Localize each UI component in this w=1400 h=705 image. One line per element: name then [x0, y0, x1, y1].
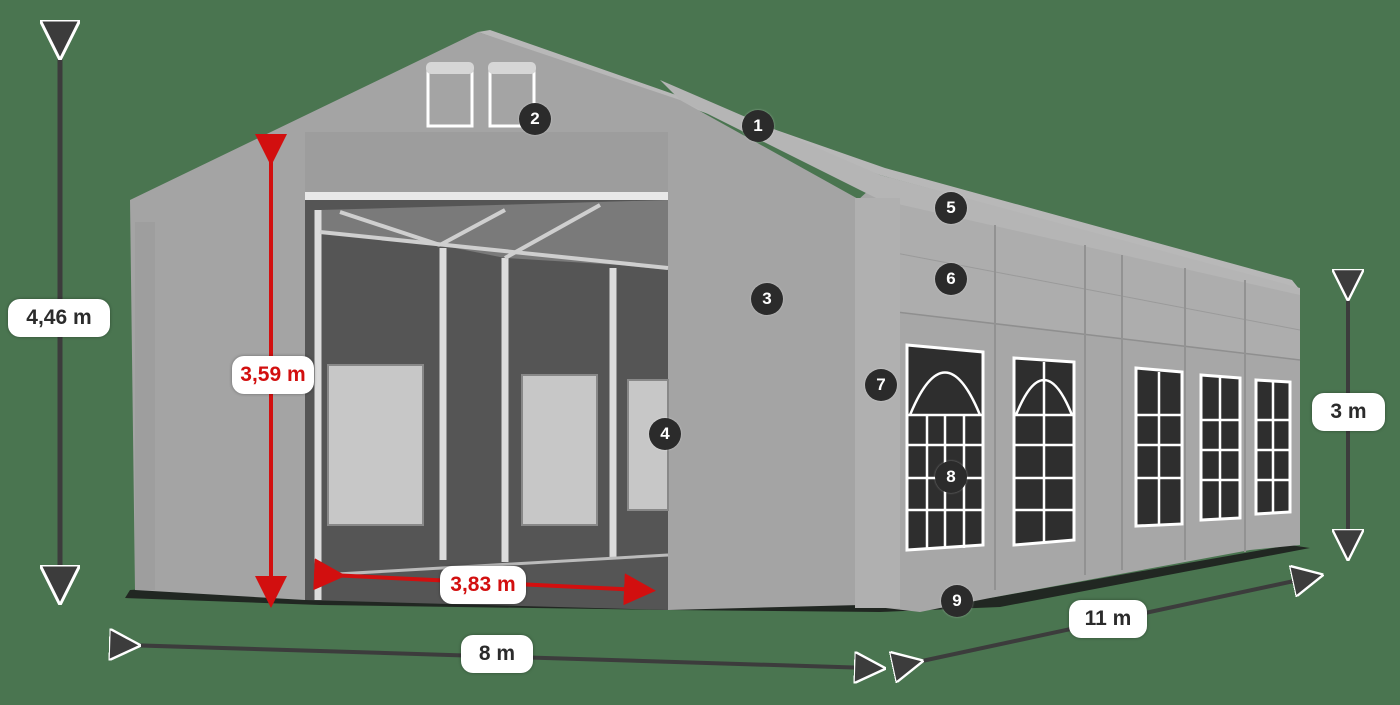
- marker-4: 4: [649, 418, 681, 450]
- side-height-label: 3 m: [1312, 393, 1385, 431]
- entrance-width-label: 3,83 m: [440, 566, 526, 604]
- marker-9: 9: [941, 585, 973, 617]
- roof-side: [478, 30, 1300, 290]
- marker-6: 6: [935, 263, 967, 295]
- entrance-height-label: 3,59 m: [232, 356, 314, 394]
- interior-windows: [327, 364, 669, 526]
- width-label: 8 m: [461, 635, 533, 673]
- marker-7: 7: [865, 369, 897, 401]
- total-height-label: 4,46 m: [8, 299, 110, 337]
- marker-3: 3: [751, 283, 783, 315]
- marker-8: 8: [935, 461, 967, 493]
- length-label: 11 m: [1069, 600, 1147, 638]
- marker-1: 1: [742, 110, 774, 142]
- marker-5: 5: [935, 192, 967, 224]
- marker-2: 2: [519, 103, 551, 135]
